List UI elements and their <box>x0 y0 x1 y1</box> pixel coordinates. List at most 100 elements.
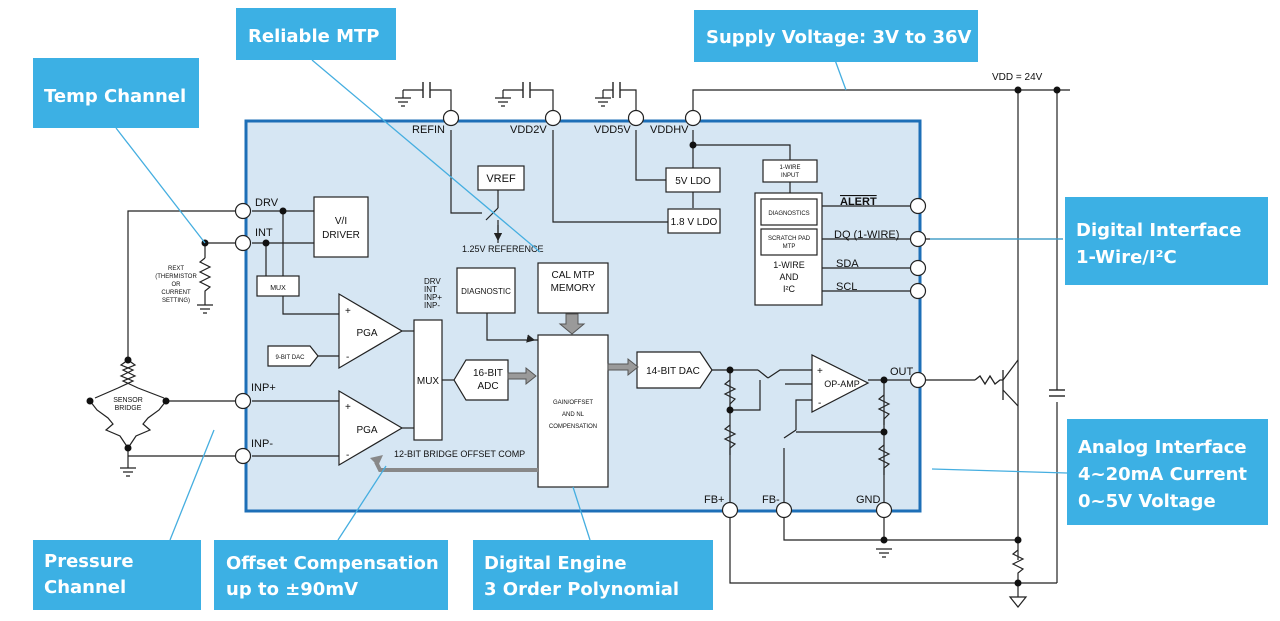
mux-block <box>413 319 443 441</box>
opamp-minus: - <box>818 398 821 409</box>
callout-offset-compensation: Offset Compensation up to ±90mV <box>214 540 448 610</box>
rext-label-3: OR <box>172 282 182 288</box>
pin-sda: SDA <box>836 258 859 270</box>
svg-text:Supply Voltage: 3V to 36V: Supply Voltage: 3V to 36V <box>706 27 972 48</box>
cal-mtp-label-1: CAL MTP <box>552 270 595 281</box>
iface-label-2: AND <box>779 272 799 282</box>
svg-text:0~5V Voltage: 0~5V Voltage <box>1078 491 1216 512</box>
output-transistor <box>974 370 1004 400</box>
diagnostic-block <box>456 267 516 314</box>
bridge-offset-label: 12-BIT BRIDGE OFFSET COMP <box>394 449 525 459</box>
scratchpad-subblock <box>760 228 818 256</box>
gain-label-3: COMPENSATION <box>549 424 597 430</box>
pin-int: INT <box>255 227 273 239</box>
pin-gnd: GND <box>856 494 881 506</box>
resistors <box>198 257 1025 580</box>
ref-125-label: 1.25V REFERENCE <box>462 244 544 254</box>
pin-fb-neg: FB- <box>762 494 780 506</box>
bridge-label-1: SENSOR <box>113 397 143 404</box>
leader-lines <box>115 59 1068 541</box>
svg-text:1-Wire/I²C: 1-Wire/I²C <box>1076 247 1177 268</box>
diag-input-inp-neg: INP- <box>424 301 440 310</box>
opamp <box>811 354 870 413</box>
ldo18-label: 1.8 V LDO <box>671 217 718 228</box>
diag-input-int: INT <box>424 285 437 294</box>
callout-digital-engine: Digital Engine 3 Order Polynomial <box>473 540 713 610</box>
vref-block <box>477 165 525 191</box>
callout-reliable-mtp: Reliable MTP <box>236 8 396 60</box>
scratch-label-1: SCRATCH PAD <box>768 236 811 242</box>
pin-scl: SCL <box>836 281 857 293</box>
vi-label-2: DRIVER <box>322 230 360 241</box>
small-mux-block <box>256 275 300 297</box>
svg-text:4~20mA Current: 4~20mA Current <box>1078 464 1247 485</box>
callout-supply-voltage: Supply Voltage: 3V to 36V <box>694 10 978 62</box>
svg-text:Temp Channel: Temp Channel <box>44 86 186 107</box>
pin-vdd5v: VDD5V <box>594 124 631 136</box>
onewire-input-block <box>762 159 818 183</box>
adc16-label-1: 16-BIT <box>473 368 503 379</box>
pga-bottom-plus: + <box>345 402 351 413</box>
vi-driver-block <box>313 196 369 258</box>
adc16-block <box>453 359 509 401</box>
svg-text:3 Order Polynomial: 3 Order Polynomial <box>484 579 679 600</box>
pga-top-minus: - <box>346 352 349 363</box>
gain-label-2: AND NL <box>562 412 585 418</box>
pin-dq: DQ (1-WIRE) <box>834 229 899 241</box>
iface-label-3: I²C <box>783 284 795 294</box>
onewire-input-label-2: INPUT <box>781 173 799 179</box>
callout-temp-channel: Temp Channel <box>33 58 199 128</box>
diag-input-drv: DRV <box>424 277 441 286</box>
pga-top-label: PGA <box>356 328 377 339</box>
pga-top <box>338 292 404 370</box>
vi-label-1: V/I <box>335 216 347 227</box>
rext-label-1: REXT <box>168 266 184 272</box>
gain-label-1: GAIN/OFFSET <box>553 400 593 406</box>
pin-drv: DRV <box>255 197 279 209</box>
pin-vddhv: VDDHV <box>650 124 689 136</box>
diagnostics-subblock <box>760 198 818 226</box>
dac14-block <box>636 351 713 389</box>
diagnostic-label: DIAGNOSTIC <box>461 287 511 296</box>
pin-circles <box>234 109 927 519</box>
ground-symbols <box>120 97 1028 608</box>
callout-analog-interface: Analog Interface 4~20mA Current 0~5V Vol… <box>1067 419 1268 525</box>
wires <box>127 89 1070 597</box>
sensor-bridge <box>89 359 167 449</box>
opamp-plus: + <box>817 366 823 377</box>
pin-alert: ALERT <box>840 196 877 208</box>
dac14-label: 14-BIT DAC <box>646 366 700 377</box>
svg-text:Analog Interface: Analog Interface <box>1078 437 1247 458</box>
junction-dots <box>86 86 1061 587</box>
pin-inp-neg: INP- <box>251 438 273 450</box>
pin-refin: REFIN <box>412 124 445 136</box>
rext-label-4: CURRENT <box>161 290 191 296</box>
cal-mtp-block <box>537 262 609 314</box>
mux-label: MUX <box>417 376 440 387</box>
rext-label-2: (THERMISTOR <box>155 274 197 280</box>
svg-text:Offset Compensation: Offset Compensation <box>226 553 439 574</box>
dac9-label: 9-BIT DAC <box>276 355 306 361</box>
iface-label-1: 1-WIRE <box>773 260 805 270</box>
pga-bottom-minus: - <box>346 450 349 461</box>
adc16-label-2: ADC <box>477 381 498 392</box>
opamp-label: OP-AMP <box>824 379 860 389</box>
onewire-input-label-1: 1-WIRE <box>780 165 801 171</box>
cal-mtp-label-2: MEMORY <box>551 283 596 294</box>
svg-text:Digital Engine: Digital Engine <box>484 553 627 574</box>
capacitors <box>422 82 1065 397</box>
pga-top-plus: + <box>345 306 351 317</box>
svg-text:up to ±90mV: up to ±90mV <box>226 579 358 600</box>
rext-label-5: SETTING) <box>162 298 190 304</box>
svg-text:Channel: Channel <box>44 577 126 598</box>
vdd-24v-label: VDD = 24V <box>992 72 1043 83</box>
pga-bottom <box>338 389 404 467</box>
vref-label: VREF <box>486 173 516 185</box>
scratch-label-2: MTP <box>783 244 796 250</box>
ldo5-block <box>665 167 721 193</box>
bridge-label-2: BRIDGE <box>115 405 142 412</box>
diag-input-inp-pos: INP+ <box>424 293 442 302</box>
pga-bottom-label: PGA <box>356 425 377 436</box>
pin-vdd2v: VDD2V <box>510 124 547 136</box>
callout-pressure-channel: Pressure Channel <box>33 540 201 610</box>
